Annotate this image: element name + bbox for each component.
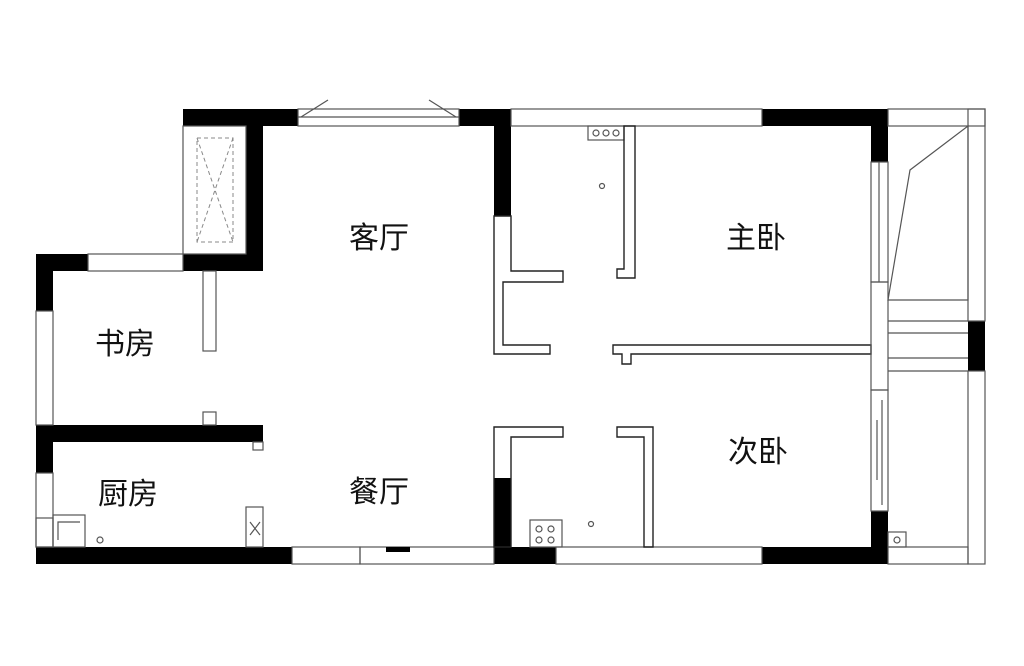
study-wall-stub-top (202, 270, 217, 352)
partition-walls (35, 99, 986, 565)
partition-lower-middle (493, 426, 564, 548)
wall-study-corner-v (36, 254, 53, 311)
balcony-ramp (887, 124, 969, 301)
wall-far-right (968, 321, 985, 371)
balcony-fixture (887, 531, 907, 548)
second-right-wall (870, 389, 889, 512)
partition-second-left (616, 426, 654, 548)
balcony-bottom-window (887, 546, 969, 565)
window-kitchen-left (35, 472, 54, 548)
shaft (182, 125, 247, 255)
partition-master-left (616, 125, 636, 279)
kitchen-sink (52, 514, 86, 548)
balcony-top-window (887, 108, 986, 127)
partition-upper-middle (493, 215, 564, 355)
window-second-bottom (555, 546, 763, 565)
wall-bottom-middle-v (494, 478, 511, 564)
study-wall-stub-bottom (202, 411, 217, 426)
balcony-right-bottom (967, 370, 986, 565)
window-dining-bottom (291, 546, 361, 565)
central-pillar (870, 281, 889, 391)
partition-corridor (612, 344, 872, 365)
kitchen-counter-left (35, 517, 54, 548)
window-bottom-middle (359, 546, 495, 565)
room-labels: 客厅 书房 主卧 厨房 餐厅 次卧 (95, 221, 788, 512)
wall-master-top (762, 109, 888, 126)
label-kitchen: 厨房 (98, 477, 158, 512)
kitchen-appliance (245, 506, 264, 548)
wall-second-right-bottom (871, 511, 888, 564)
wall-master-right-top (871, 109, 888, 162)
load-bearing-walls (36, 109, 985, 564)
cooktop-lower (529, 519, 563, 548)
bottom-vent (386, 547, 410, 552)
wall-bottom-left (36, 547, 292, 564)
wall-shaft-right (246, 109, 263, 271)
label-dining-room: 餐厅 (349, 475, 409, 510)
wall-kitchen-top (36, 425, 263, 442)
shaft-duct (196, 137, 234, 243)
wall-shaft-bottom (183, 254, 263, 271)
wall-bottom-middle-h (494, 547, 556, 564)
window-top-middle (510, 108, 763, 127)
wall-top-left (183, 109, 298, 126)
label-master-bedroom: 主卧 (726, 221, 786, 256)
wall-kitchen-left (36, 425, 53, 473)
balcony-right-top (967, 108, 986, 322)
wall-second-bottom (762, 547, 888, 564)
label-living-room: 客厅 (349, 221, 409, 256)
window-study-left (35, 310, 54, 426)
wall-middle-vertical-top (494, 109, 511, 216)
label-study: 书房 (95, 327, 155, 362)
label-second-bedroom: 次卧 (728, 435, 788, 470)
window-study-top (87, 253, 184, 272)
